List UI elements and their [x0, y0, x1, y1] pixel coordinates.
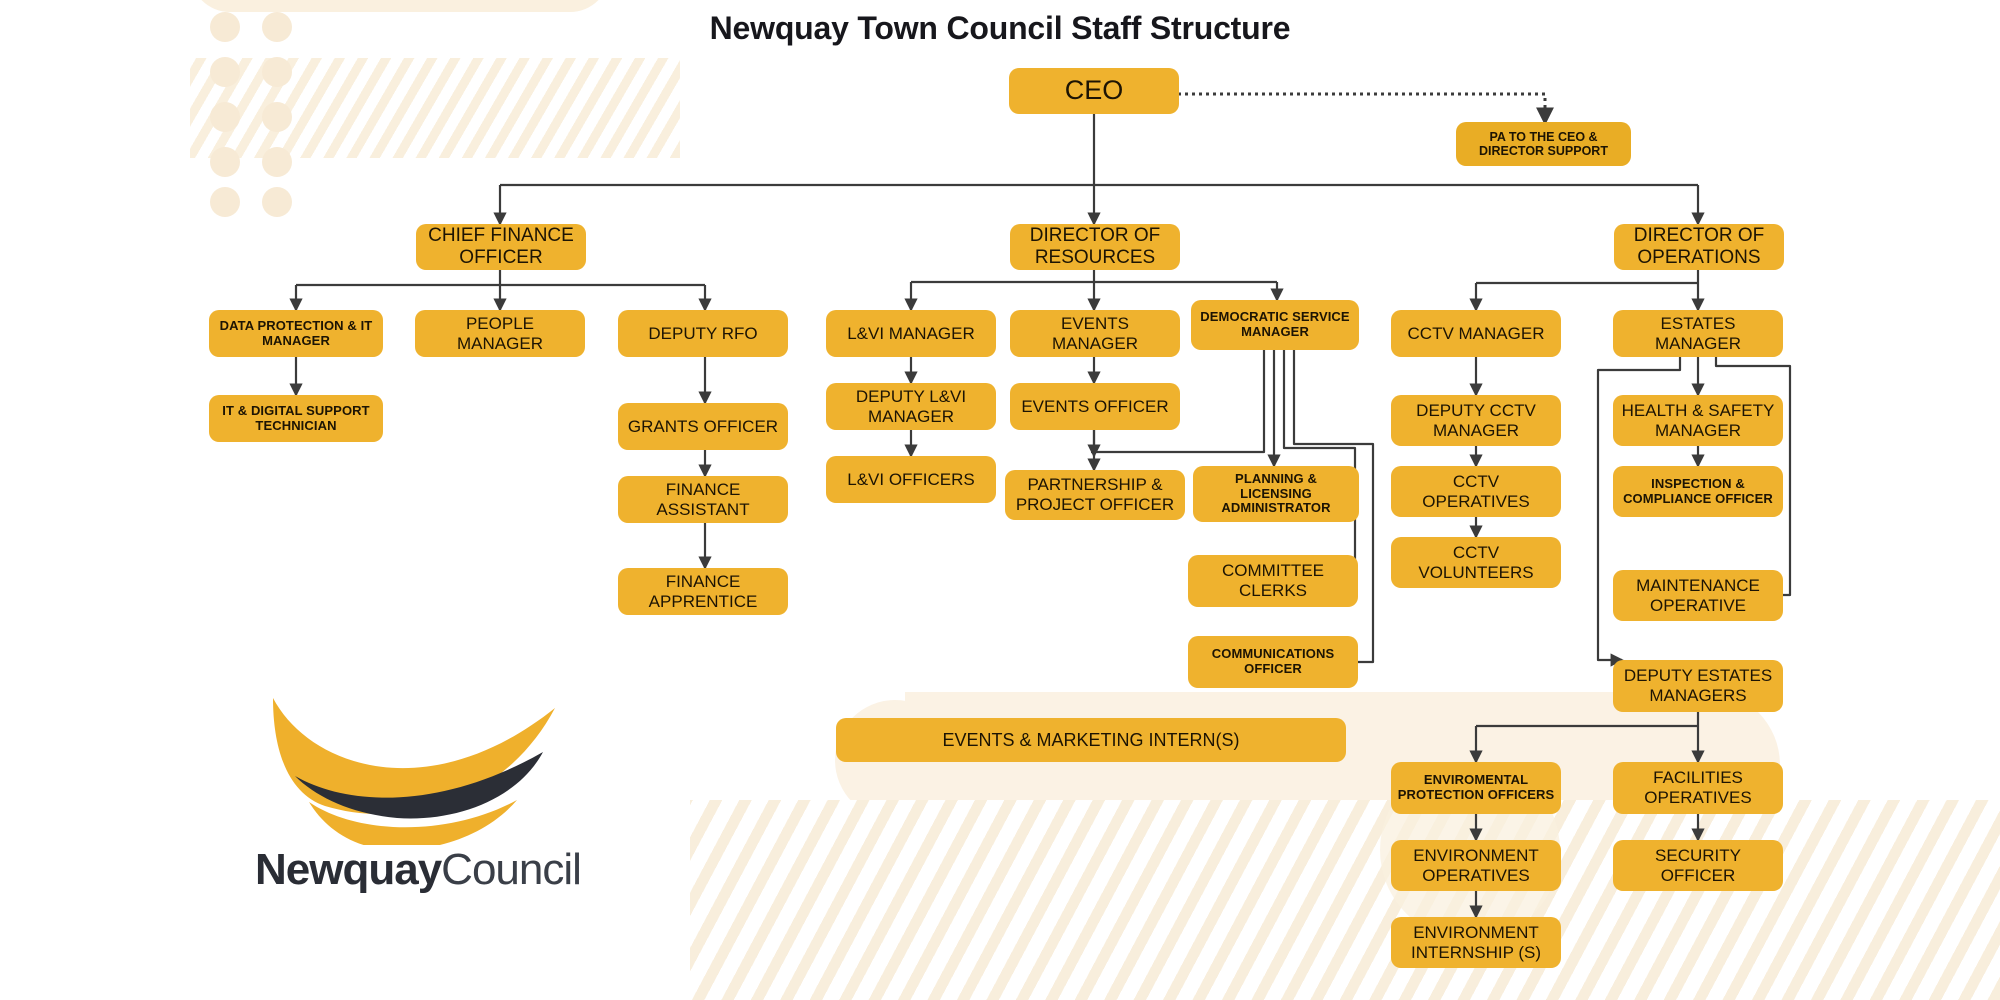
node-lvi-manager[interactable]: L&VI MANAGER [826, 310, 996, 357]
node-inspection-compliance-officer[interactable]: INSPECTION & COMPLIANCE OFFICER [1613, 466, 1783, 517]
node-events-manager[interactable]: EVENTS MANAGER [1010, 310, 1180, 357]
node-maintenance-operative[interactable]: MAINTENANCE OPERATIVE [1613, 570, 1783, 621]
logo-swoosh-icon [273, 698, 555, 850]
node-chief-finance-officer[interactable]: CHIEF FINANCE OFFICER [416, 224, 586, 270]
node-deputy-cctv-manager[interactable]: DEPUTY CCTV MANAGER [1391, 395, 1561, 446]
node-events-officer[interactable]: EVENTS OFFICER [1010, 383, 1180, 430]
logo-wordmark-council: Council [441, 845, 582, 894]
node-pa-to-ceo-line1: PA TO THE CEO & [1489, 129, 1598, 144]
node-committee-clerks[interactable]: COMMITTEE CLERKS [1188, 555, 1358, 607]
node-finance-apprentice[interactable]: FINANCE APPRENTICE [618, 568, 788, 615]
node-director-of-resources[interactable]: DIRECTOR OF RESOURCES [1010, 224, 1180, 270]
node-it-digital-support-technician[interactable]: IT & DIGITAL SUPPORT TECHNICIAN [209, 395, 383, 442]
node-pa-to-ceo-line2: DIRECTOR SUPPORT [1479, 144, 1608, 158]
node-ceo[interactable]: CEO [1009, 68, 1179, 114]
node-deputy-lvi-manager[interactable]: DEPUTY L&VI MANAGER [826, 383, 996, 430]
node-health-safety-manager[interactable]: HEALTH & SAFETY MANAGER [1613, 395, 1783, 446]
node-lvi-officers[interactable]: L&VI OFFICERS [826, 456, 996, 503]
newquay-council-logo: NewquayCouncil [255, 690, 585, 900]
node-enviromental-protection-officers[interactable]: ENVIROMENTAL PROTECTION OFFICERS [1391, 762, 1561, 814]
node-deputy-estates-managers[interactable]: DEPUTY ESTATES MANAGERS [1613, 660, 1783, 712]
node-cctv-volunteers[interactable]: CCTV VOLUNTEERS [1391, 537, 1561, 588]
node-grants-officer[interactable]: GRANTS OFFICER [618, 403, 788, 450]
node-facilities-operatives[interactable]: FACILITIES OPERATIVES [1613, 762, 1783, 814]
node-estates-manager[interactable]: ESTATES MANAGER [1613, 310, 1783, 357]
node-deputy-rfo[interactable]: DEPUTY RFO [618, 310, 788, 357]
node-communications-officer[interactable]: COMMUNICATIONS OFFICER [1188, 636, 1358, 688]
node-pa-to-ceo[interactable]: PA TO THE CEO & DIRECTOR SUPPORT [1456, 122, 1631, 166]
node-events-marketing-interns[interactable]: EVENTS & MARKETING INTERN(S) [836, 718, 1346, 762]
node-director-of-operations[interactable]: DIRECTOR OF OPERATIONS [1614, 224, 1784, 270]
logo-wordmark-newquay: Newquay [255, 845, 442, 894]
node-cctv-operatives[interactable]: CCTV OPERATIVES [1391, 466, 1561, 517]
node-finance-assistant[interactable]: FINANCE ASSISTANT [618, 476, 788, 523]
node-democratic-service-manager[interactable]: DEMOCRATIC SERVICE MANAGER [1191, 300, 1359, 350]
node-data-protection-it-manager[interactable]: DATA PROTECTION & IT MANAGER [209, 310, 383, 357]
page-title: Newquay Town Council Staff Structure [709, 10, 1291, 46]
node-partnership-project-officer[interactable]: PARTNERSHIP & PROJECT OFFICER [1005, 470, 1185, 520]
node-security-officer[interactable]: SECURITY OFFICER [1613, 840, 1783, 891]
logo-wordmark: NewquayCouncil [255, 845, 715, 895]
node-people-manager[interactable]: PEOPLE MANAGER [415, 310, 585, 357]
node-environment-operatives[interactable]: ENVIRONMENT OPERATIVES [1391, 840, 1561, 891]
node-environment-internship[interactable]: ENVIRONMENT INTERNSHIP (S) [1391, 917, 1561, 968]
node-cctv-manager[interactable]: CCTV MANAGER [1391, 310, 1561, 357]
node-planning-licensing-administrator[interactable]: PLANNING & LICENSING ADMINISTRATOR [1193, 466, 1359, 522]
